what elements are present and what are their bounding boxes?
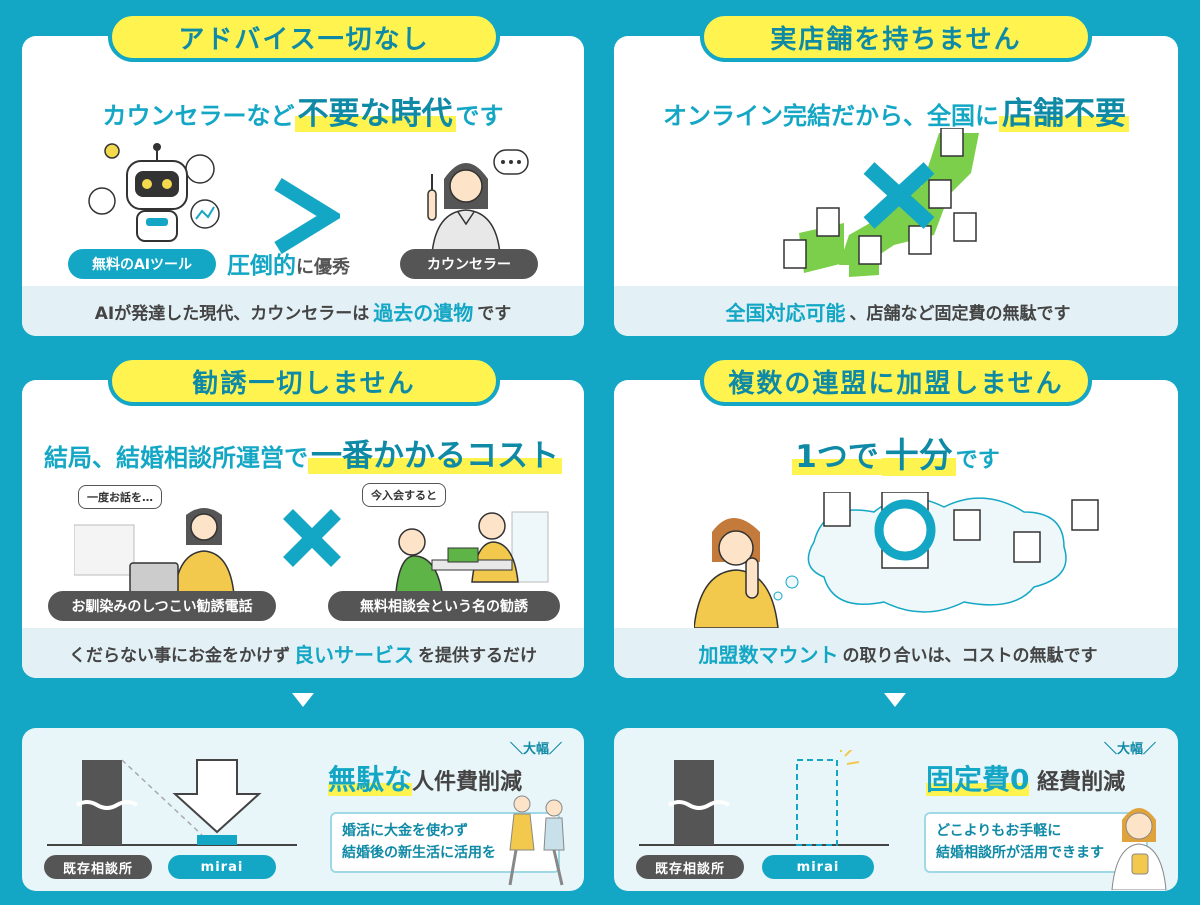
- solicit-headline: 結局、結婚相談所運営で一番かかるコスト: [22, 430, 584, 475]
- right-ohaba-label: ＼大幅／: [1104, 742, 1157, 757]
- union-title-pill: 複数の連盟に加盟しません: [700, 356, 1092, 406]
- solicit-bubble-left: 一度お話を…: [78, 485, 162, 509]
- greater-than-icon: [274, 178, 340, 254]
- mirai-label-right: mirai: [762, 855, 874, 879]
- left-ohaba-label: ＼大幅／: [510, 742, 563, 757]
- union-title: 複数の連盟に加盟しません: [728, 368, 1064, 399]
- thinking-woman-icon: [694, 492, 1099, 628]
- happy-woman-icon: [1111, 808, 1167, 890]
- consultation-icon: [395, 511, 549, 593]
- solicit-tag-left: お馴染みのしつこい勧誘電話: [48, 591, 276, 621]
- ai-tool-tag: 無料のAIツール: [68, 249, 216, 279]
- advice-title: アドバイス一切なし: [178, 24, 430, 55]
- solicit-card: 結局、結婚相談所運営で一番かかるコスト 一度お話を… お馴染みのしつこい勧誘電話…: [22, 380, 584, 678]
- store-card: オンライン完結だから、全国に店舗不要 全国対応可能、店舗など固定費の無駄です: [614, 36, 1178, 336]
- family-icon: [508, 795, 565, 886]
- fixed-cost-title: 固定費0 経費削減: [926, 763, 1126, 796]
- japan-map-icon: [783, 128, 979, 277]
- store-title: 実店舗を持ちません: [770, 24, 1022, 55]
- down-arrow-right-icon: [884, 693, 906, 707]
- phone-operator-icon: [74, 508, 235, 595]
- store-band: 全国対応可能、店舗など固定費の無駄です: [614, 286, 1178, 336]
- counselor-tag: カウンセラー: [400, 249, 538, 279]
- store-headline: オンライン完結だから、全国に店舗不要: [614, 88, 1178, 133]
- solicit-title-pill: 勧誘一切しません: [108, 356, 500, 406]
- store-title-pill: 実店舗を持ちません: [700, 12, 1092, 62]
- advice-headline: カウンセラーなど不要な時代です: [102, 96, 504, 132]
- personnel-cost-card: 既存相談所 mirai ＼大幅／ 無駄な人件費削減 婚活に大金を使わず 結婚後の…: [22, 728, 584, 891]
- union-card: 1つで十分です 加盟数マウントの取り合いは、コストの無駄です: [614, 380, 1178, 678]
- personnel-cost-title: 無駄な人件費削減: [328, 763, 523, 796]
- union-band: 加盟数マウントの取り合いは、コストの無駄です: [614, 628, 1178, 678]
- mirai-label: mirai: [168, 855, 276, 879]
- solicit-band: くだらない事にお金をかけず良いサービスを提供するだけ: [22, 628, 584, 678]
- fixed-cost-card: 既存相談所 mirai ＼大幅／ 固定費0 経費削減 どこよりもお手軽に 結婚相…: [614, 728, 1178, 891]
- advice-title-pill: アドバイス一切なし: [108, 12, 500, 62]
- advice-card: カウンセラーなど不要な時代です 無料のAIツール 圧倒的に優秀: [22, 36, 584, 336]
- solicit-tag-right: 無料相談会という名の勧誘: [328, 591, 560, 621]
- fixed-cost-bubble: どこよりもお手軽に 結婚相談所が活用できます: [924, 812, 1148, 874]
- cross-icon: [283, 509, 341, 567]
- solicit-title: 勧誘一切しません: [192, 368, 416, 399]
- compare-text: 圧倒的に優秀: [227, 253, 350, 279]
- existing-agency-label-right: 既存相談所: [636, 855, 744, 879]
- cost-comparison-icon: [47, 759, 297, 846]
- ai-robot-icon: [88, 143, 220, 242]
- solicit-bubble-right: 今入会すると: [362, 483, 446, 507]
- advice-band: AIが発達した現代、カウンセラーは過去の遺物です: [22, 286, 584, 336]
- union-headline: 1つで十分です: [614, 428, 1178, 477]
- down-arrow-left-icon: [292, 693, 314, 707]
- counselor-illustration-icon: [427, 149, 529, 254]
- existing-agency-label: 既存相談所: [44, 855, 152, 879]
- fixed-cost-comparison-icon: [639, 750, 889, 846]
